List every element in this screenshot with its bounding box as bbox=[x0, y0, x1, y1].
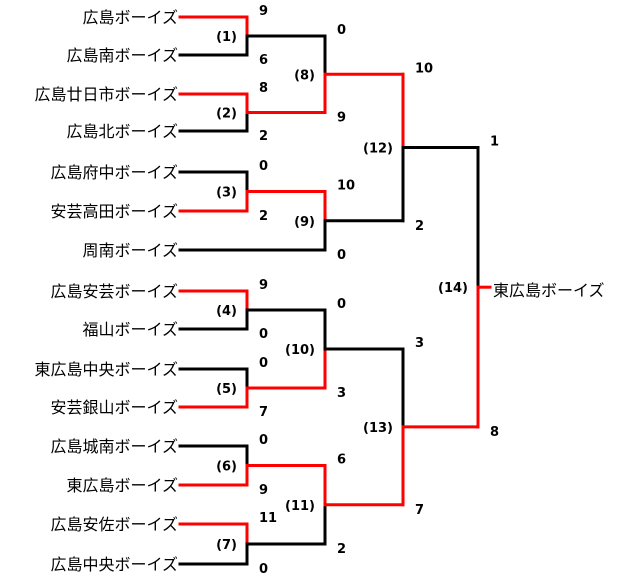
match-label: (5) bbox=[216, 382, 237, 397]
match-label: (6) bbox=[216, 460, 237, 475]
team-name: 広島城南ボーイズ bbox=[50, 437, 178, 456]
match-label: (3) bbox=[216, 186, 237, 201]
score: 8 bbox=[490, 425, 499, 440]
team-name: 東広島ボーイズ bbox=[66, 476, 178, 495]
match-label: (8) bbox=[294, 68, 315, 83]
bracket-texts: 広島ボーイズ広島南ボーイズ広島廿日市ボーイズ広島北ボーイズ広島府中ボーイズ安芸高… bbox=[34, 4, 499, 577]
match-label: (7) bbox=[216, 538, 237, 553]
bracket-lines bbox=[178, 15, 492, 566]
score: 2 bbox=[337, 542, 346, 557]
team-name: 周南ボーイズ bbox=[82, 241, 178, 260]
team-name: 安芸銀山ボーイズ bbox=[50, 398, 178, 417]
match-label: (10) bbox=[285, 343, 315, 358]
match-label: (13) bbox=[363, 421, 393, 436]
score: 8 bbox=[259, 81, 268, 96]
score: 10 bbox=[415, 61, 433, 76]
team-name: 広島南ボーイズ bbox=[66, 46, 178, 65]
score: 3 bbox=[337, 386, 346, 401]
score: 0 bbox=[259, 159, 268, 174]
score: 0 bbox=[259, 327, 268, 342]
score: 3 bbox=[415, 336, 424, 351]
match-label: (12) bbox=[363, 142, 393, 157]
score: 11 bbox=[259, 511, 277, 526]
score: 0 bbox=[259, 433, 268, 448]
score: 9 bbox=[259, 278, 268, 293]
match-label: (1) bbox=[216, 30, 237, 45]
score: 10 bbox=[337, 179, 355, 194]
team-name: 広島中央ボーイズ bbox=[50, 555, 178, 574]
team-name: 広島廿日市ボーイズ bbox=[34, 85, 178, 104]
team-name: 広島府中ボーイズ bbox=[50, 163, 178, 182]
match-label: (14) bbox=[438, 281, 468, 296]
score: 0 bbox=[259, 356, 268, 371]
score: 9 bbox=[259, 4, 268, 19]
score: 1 bbox=[490, 135, 499, 150]
team-name: 東広島中央ボーイズ bbox=[34, 360, 178, 379]
match-label: (2) bbox=[216, 107, 237, 122]
score: 0 bbox=[337, 23, 346, 38]
score: 7 bbox=[259, 405, 268, 420]
score: 0 bbox=[259, 562, 268, 577]
team-name: 広島安芸ボーイズ bbox=[50, 282, 178, 301]
score: 0 bbox=[337, 248, 346, 263]
team-name: 広島ボーイズ bbox=[82, 8, 178, 27]
score: 2 bbox=[259, 209, 268, 224]
team-name: 安芸高田ボーイズ bbox=[50, 202, 178, 221]
score: 7 bbox=[415, 503, 424, 518]
score: 6 bbox=[337, 453, 346, 468]
score: 0 bbox=[337, 297, 346, 312]
champion-name: 東広島ボーイズ bbox=[493, 281, 605, 300]
match-label: (9) bbox=[294, 215, 315, 230]
score: 2 bbox=[259, 129, 268, 144]
team-name: 福山ボーイズ bbox=[82, 320, 178, 339]
match-label: (4) bbox=[216, 304, 237, 319]
score: 9 bbox=[259, 483, 268, 498]
score: 9 bbox=[337, 111, 346, 126]
match-label: (11) bbox=[285, 499, 315, 514]
team-name: 広島北ボーイズ bbox=[66, 122, 178, 141]
score: 6 bbox=[259, 53, 268, 68]
score: 2 bbox=[415, 219, 424, 234]
team-name: 広島安佐ボーイズ bbox=[50, 515, 178, 534]
